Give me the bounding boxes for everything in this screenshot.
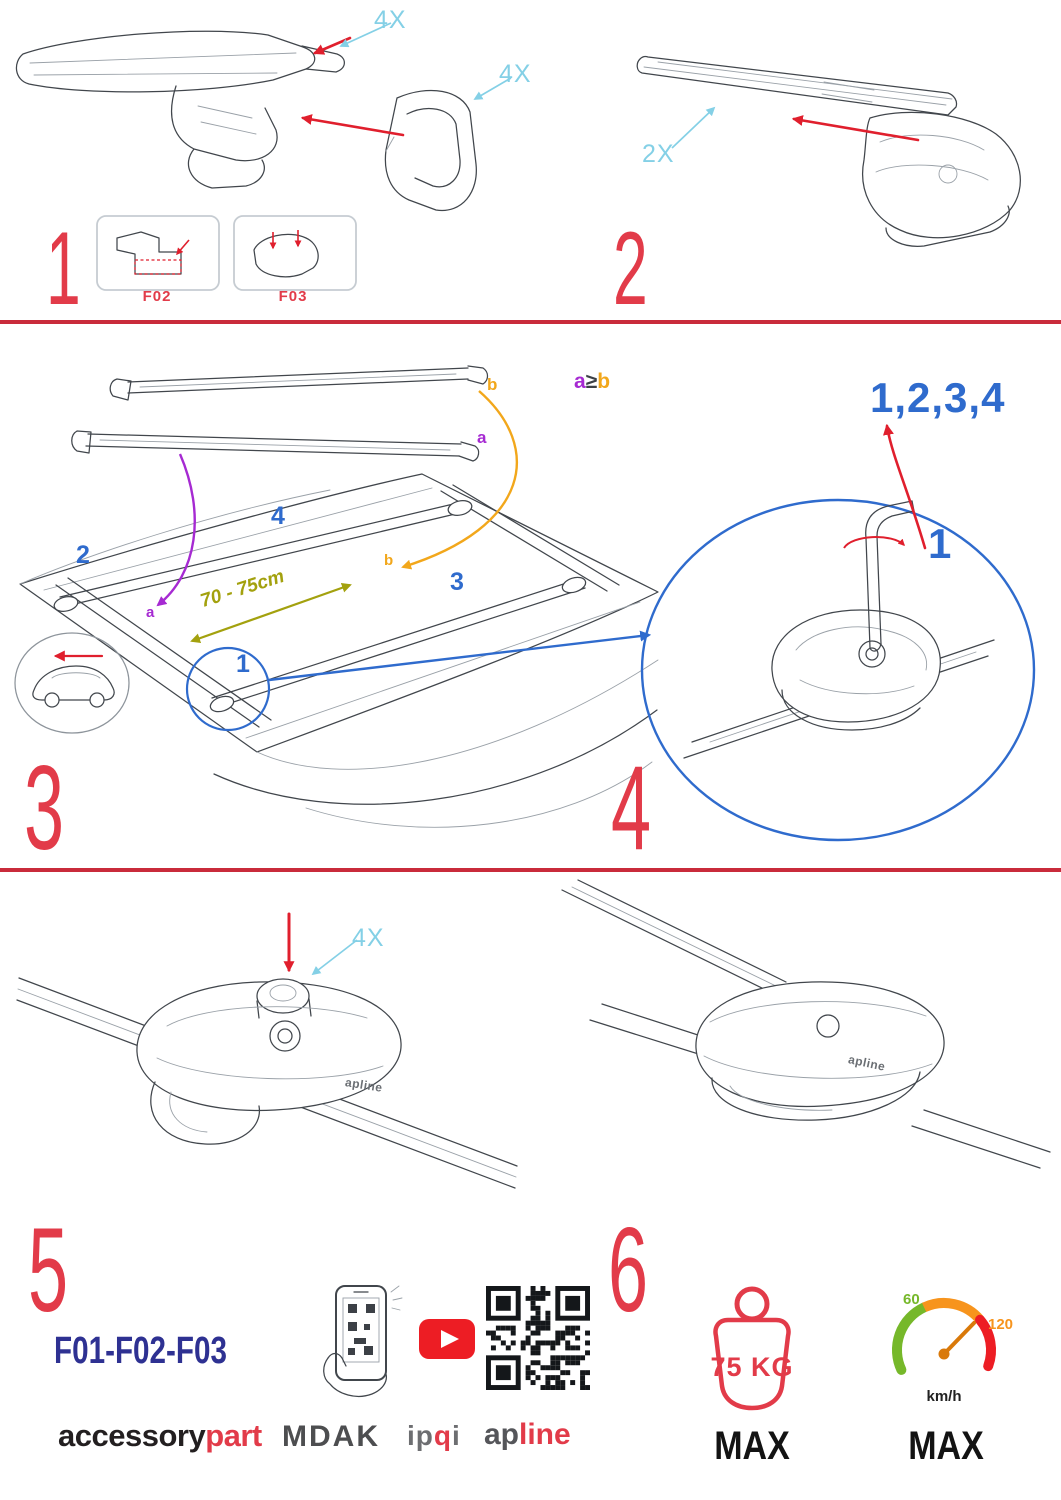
speed-high-label: 120 — [988, 1316, 1014, 1333]
brand-accessory-text: accessory — [58, 1418, 206, 1453]
formula-a: a — [574, 370, 586, 393]
section-divider-top — [0, 320, 1061, 324]
product-codes: F01-F02-F03 — [54, 1330, 227, 1372]
brand-apline: apline — [484, 1418, 571, 1452]
brand-ipqi-i: i — [452, 1420, 461, 1451]
brand-ipqi-q: q — [433, 1420, 452, 1451]
step1-qty-covers-label: 4X — [499, 60, 532, 88]
step6-mounted-clamp-diagram — [561, 879, 1051, 1169]
max-speed-label: MAX — [908, 1424, 984, 1468]
speed-unit-label: km/h — [926, 1388, 962, 1405]
step3-roof-placement-diagram — [14, 365, 659, 828]
brand-ipqi: ipqi — [407, 1420, 461, 1452]
step2-qty-label: 2X — [642, 140, 675, 168]
max-weight-icon — [713, 1286, 791, 1411]
brand-part-text: part — [205, 1418, 262, 1453]
step1-qty-endcaps-label: 4X — [374, 6, 407, 34]
position-number-2: 2 — [76, 541, 90, 569]
brand-mdak: MDAK — [282, 1420, 380, 1453]
formula-b: b — [597, 370, 611, 393]
brand-apline-line: line — [519, 1418, 571, 1451]
part-label-f02: F02 — [142, 288, 172, 305]
brand-apline-ap: ap — [484, 1418, 520, 1451]
qr-code — [486, 1286, 590, 1390]
step-number-2: 2 — [613, 211, 648, 327]
position-number-3: 3 — [450, 568, 464, 596]
step1-endcap-assembly-diagram — [15, 22, 512, 291]
step-number-6: 6 — [608, 1203, 648, 1337]
max-weight-label: MAX — [714, 1424, 790, 1468]
speed-low-label: 60 — [903, 1291, 920, 1308]
step-number-4: 4 — [611, 741, 651, 875]
brand-ipqi-ip: ip — [407, 1420, 434, 1451]
brand-accessorypart: accessorypart — [58, 1418, 262, 1454]
step-number-3: 3 — [24, 741, 64, 875]
step-number-1: 1 — [46, 211, 81, 327]
sequence-start-label: 1 — [928, 520, 953, 567]
formula-operator: ≥ — [585, 370, 598, 393]
tightening-sequence-label: 1,2,3,4 — [870, 374, 1006, 421]
youtube-icon — [419, 1319, 475, 1359]
bar-length-label-a: a — [477, 428, 487, 447]
length-formula: a≥b — [574, 370, 610, 394]
max-weight-value: 75 KG — [710, 1352, 794, 1382]
step-number-5: 5 — [28, 1203, 68, 1337]
section-divider-bottom — [0, 868, 1061, 872]
position-number-1: 1 — [236, 650, 250, 678]
step2-bar-foot-assembly-diagram — [636, 55, 1021, 247]
roof-label-b: b — [384, 552, 394, 569]
roof-label-a: a — [146, 604, 155, 621]
part-label-f03: F03 — [278, 288, 308, 305]
step5-qty-label: 4X — [352, 924, 385, 952]
bar-length-label-b: b — [487, 375, 498, 394]
position-number-4: 4 — [271, 502, 285, 530]
speedometer-icon — [892, 1298, 997, 1375]
phone-qr-scan-icon — [323, 1285, 403, 1397]
step5-knob-press-diagram — [16, 912, 518, 1189]
step4-tightening-detail-diagram — [640, 423, 1036, 842]
